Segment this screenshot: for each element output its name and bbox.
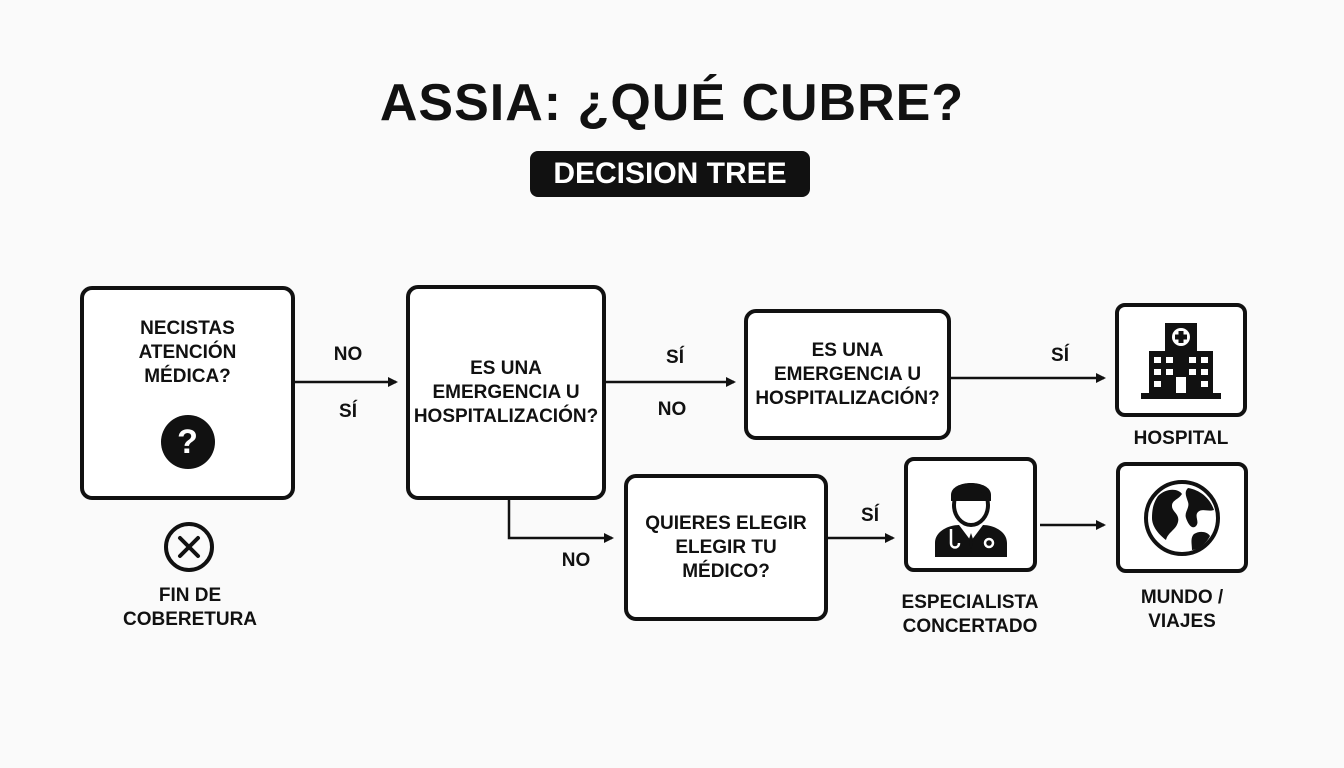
close-circle-icon (162, 520, 216, 574)
question-icon: ? (160, 415, 215, 469)
edge-label-q2-no: NO (657, 399, 687, 420)
hospital-node (1115, 303, 1247, 417)
especialista-node (904, 457, 1037, 572)
question-node-2-text: ES UNA EMERGENCIA U HOSPITALIZACIÓN? (413, 357, 599, 427)
question-node-2: ES UNA EMERGENCIA U HOSPITALIZACIÓN? (406, 285, 606, 500)
subtitle-badge: DECISION TREE (530, 151, 810, 197)
doctor-icon (934, 482, 1007, 557)
edge-label-q1-no: NO (333, 344, 363, 365)
arrow-q2-q4 (507, 500, 614, 543)
edge-label-q3-si: SÍ (1051, 345, 1069, 366)
question-node-3-text: ES UNA EMERGENCIA U HOSPITALIZACIÓN? (755, 339, 940, 409)
mundo-node (1116, 462, 1248, 573)
question-node-4: QUIERES ELEGIR ELEGIR TU MÉDICO? (624, 474, 828, 621)
question-node-4-text: QUIERES ELEGIR ELEGIR TU MÉDICO? (645, 512, 807, 582)
especialista-label: ESPECIALISTA CONCERTADO (901, 592, 1039, 637)
end-of-coverage-label: FIN DE COBERETURA (122, 585, 258, 630)
question-node-3: ES UNA EMERGENCIA U HOSPITALIZACIÓN? (744, 309, 951, 440)
edge-label-q1-si: SÍ (339, 401, 357, 422)
globe-icon (1144, 479, 1220, 556)
hospital-label: HOSPITAL (1133, 428, 1229, 449)
edge-label-q4-si: SÍ (861, 505, 879, 526)
edge-label-q2-down-no: NO (561, 550, 591, 571)
edge-label-q2-si: SÍ (666, 347, 684, 368)
mundo-label: MUNDO / VIAJES (1140, 587, 1224, 632)
page-title: ASSIA: ¿QUÉ CUBRE? (379, 74, 965, 132)
hospital-icon (1141, 323, 1221, 399)
question-node-1-text: NECISTAS ATENCIÓN MÉDICA? (138, 318, 237, 387)
question-node-1: NECISTAS ATENCIÓN MÉDICA? ? (80, 286, 295, 500)
